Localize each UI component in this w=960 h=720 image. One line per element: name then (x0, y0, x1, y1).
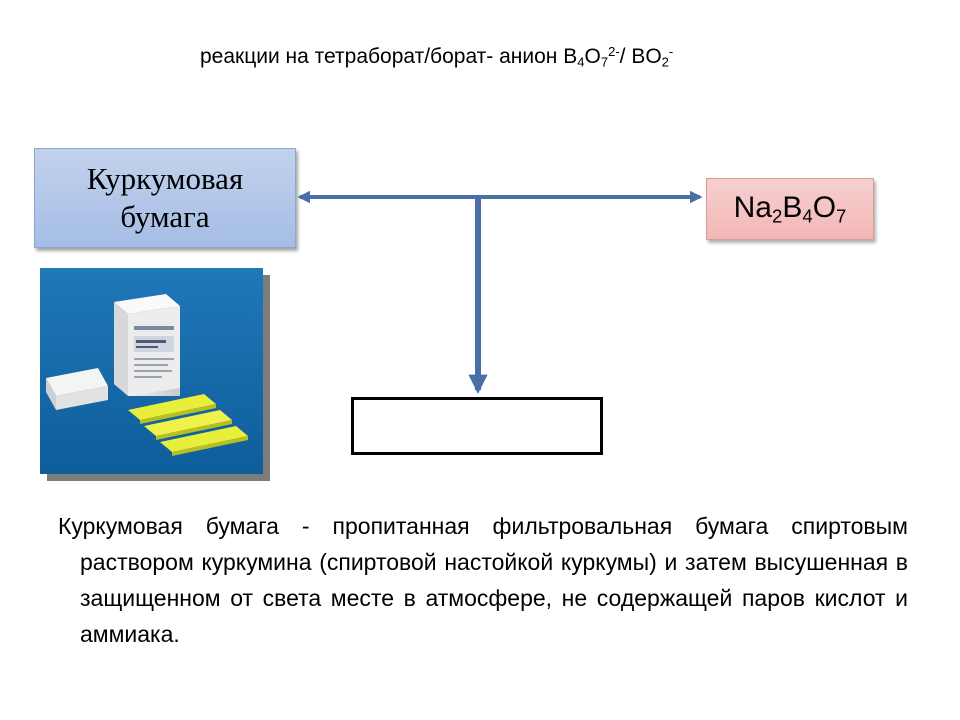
title-sub-2: 2 (661, 54, 669, 70)
formula-b: B (782, 190, 803, 224)
title-o: O (584, 45, 601, 69)
formula-sub-4: 4 (802, 205, 813, 227)
formula-o: O (812, 190, 837, 224)
curcumin-paper-line2: бумага (120, 199, 210, 234)
description-paragraph: Куркумовая бумага - пропитанная фильтров… (58, 513, 908, 647)
curcumin-paper-photo (40, 268, 263, 474)
description-text: Куркумовая бумага - пропитанная фильтров… (58, 508, 908, 652)
result-box (351, 397, 603, 455)
title-sup-charge: 2- (608, 44, 620, 59)
title-sub-7: 7 (600, 54, 609, 70)
slide-title: реакции на тетраборат/борат- анион B4O72… (200, 44, 840, 69)
borax-formula-box: Na2B4O7 (706, 178, 874, 240)
curcumin-paper-label: Куркумовая бумага (87, 160, 243, 236)
formula-sub-7: 7 (836, 205, 847, 227)
formula-na: Na (733, 190, 772, 224)
borax-formula: Na2B4O7 (734, 191, 847, 228)
title-sup-minus: - (668, 44, 674, 59)
formula-sub-2: 2 (771, 205, 783, 227)
title-sub-4: 4 (577, 54, 585, 70)
curcumin-paper-line1: Куркумовая (86, 161, 244, 196)
title-prefix: реакции на тетраборат/борат- анион B (200, 45, 578, 69)
curcumin-paper-package-icon (40, 268, 263, 474)
curcumin-paper-box: Куркумовая бумага (34, 148, 296, 248)
title-mid: / BO (619, 45, 662, 69)
